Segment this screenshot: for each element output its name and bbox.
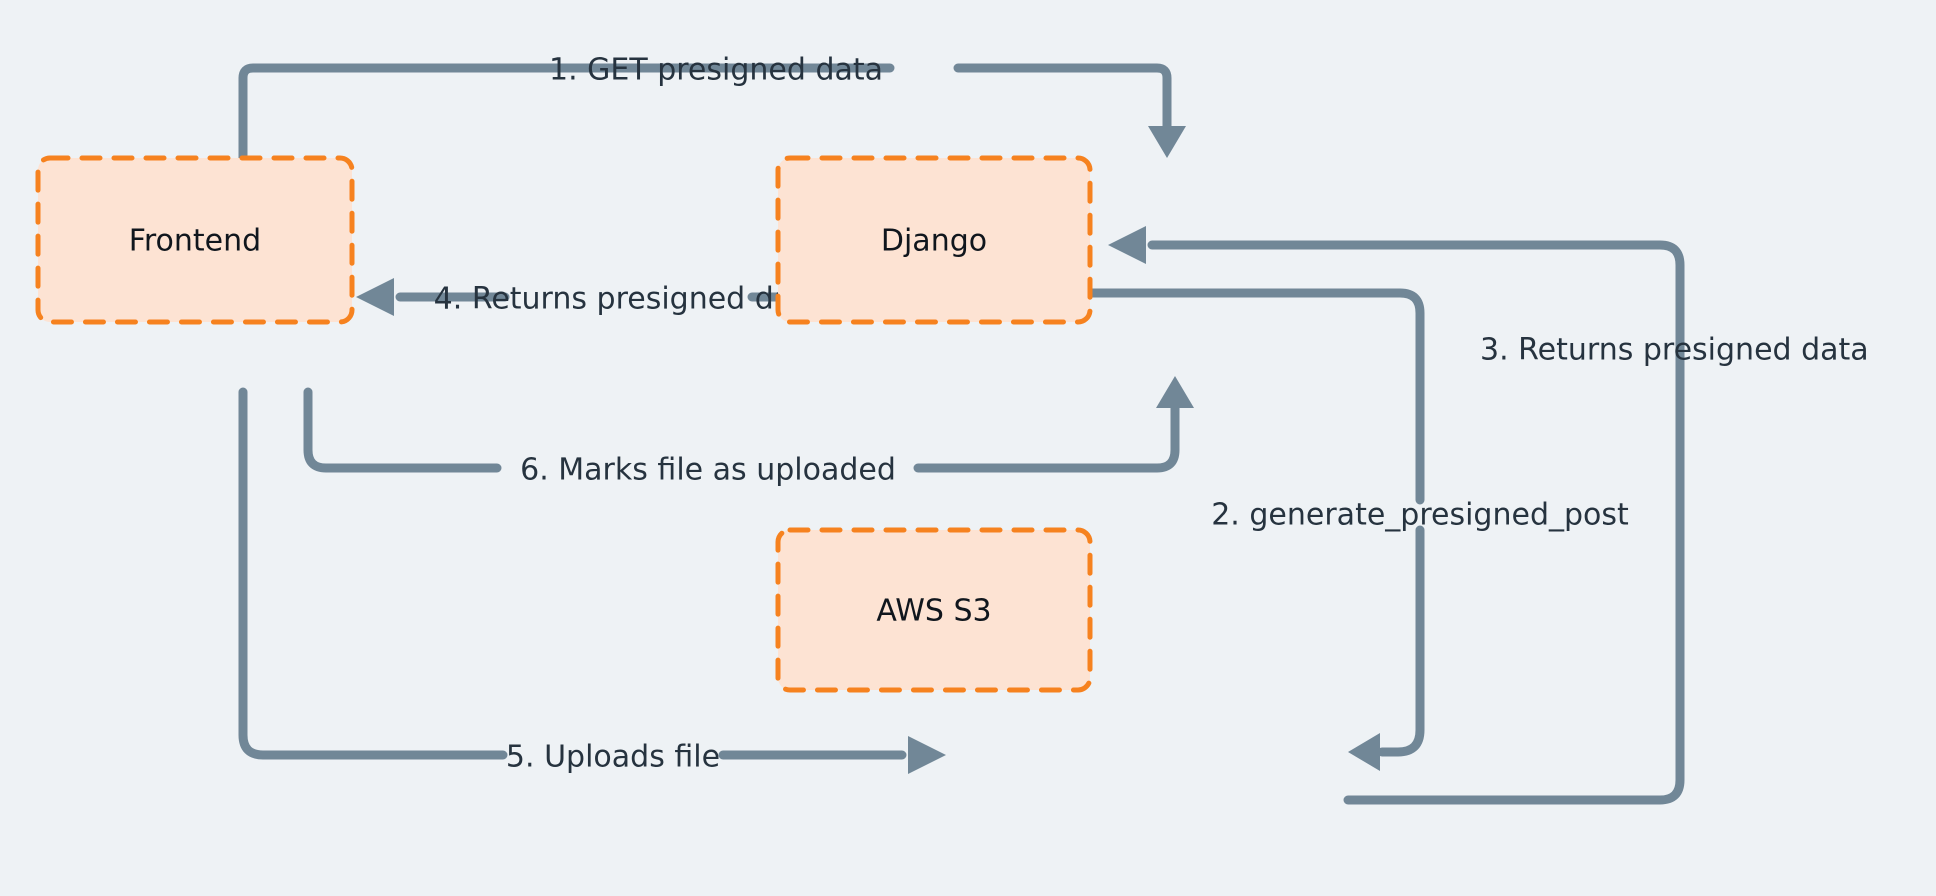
edge-1-path xyxy=(238,63,1172,163)
edge-6-marks-file-as-uploaded: 6. Marks file as uploaded xyxy=(303,376,1194,488)
edge-1-arrowhead xyxy=(1148,126,1186,158)
edge-5-label: 5. Uploads file xyxy=(506,740,720,775)
node-aws-s3-box[interactable] xyxy=(775,527,1093,693)
node-django-box[interactable] xyxy=(775,155,1093,325)
edge-5-path xyxy=(238,387,907,760)
edge-1-get-presigned-data: 1. GET presigned data xyxy=(238,53,1186,163)
node-django[interactable]: Django xyxy=(775,155,1093,325)
node-django-label: Django xyxy=(881,224,987,259)
edge-3-path xyxy=(1147,240,1685,805)
node-frontend-label: Frontend xyxy=(129,224,261,259)
edge-6-label: 6. Marks file as uploaded xyxy=(520,453,896,488)
edge-3-returns-presigned-data: 3. Returns presigned data xyxy=(1108,226,1869,805)
edge-1-label: 1. GET presigned data xyxy=(549,53,883,88)
edge-6-arrowhead xyxy=(1156,376,1194,408)
node-aws-s3[interactable]: AWS S3 xyxy=(775,527,1093,693)
edge-2-generate-presigned-post: 2. generate_presigned_post xyxy=(1085,288,1629,771)
edge-4-arrowhead xyxy=(356,278,394,316)
edge-5-uploads-file: 5. Uploads file xyxy=(238,387,946,775)
edge-3-arrowhead xyxy=(1108,226,1146,264)
edge-4-label: 4. Returns presigned data xyxy=(434,282,823,317)
edge-3-label: 3. Returns presigned data xyxy=(1480,333,1869,368)
node-frontend[interactable]: Frontend xyxy=(35,155,355,325)
edge-4-returns-presigned-data: 4. Returns presigned data xyxy=(356,278,822,317)
edge-2-arrowhead xyxy=(1348,733,1380,771)
edge-6-path xyxy=(303,387,1180,473)
edge-5-arrowhead xyxy=(908,736,946,774)
edge-2-label: 2. generate_presigned_post xyxy=(1211,498,1629,533)
edge-2-path xyxy=(1085,288,1425,757)
node-aws-s3-label: AWS S3 xyxy=(876,594,991,629)
node-frontend-box[interactable] xyxy=(35,155,355,325)
